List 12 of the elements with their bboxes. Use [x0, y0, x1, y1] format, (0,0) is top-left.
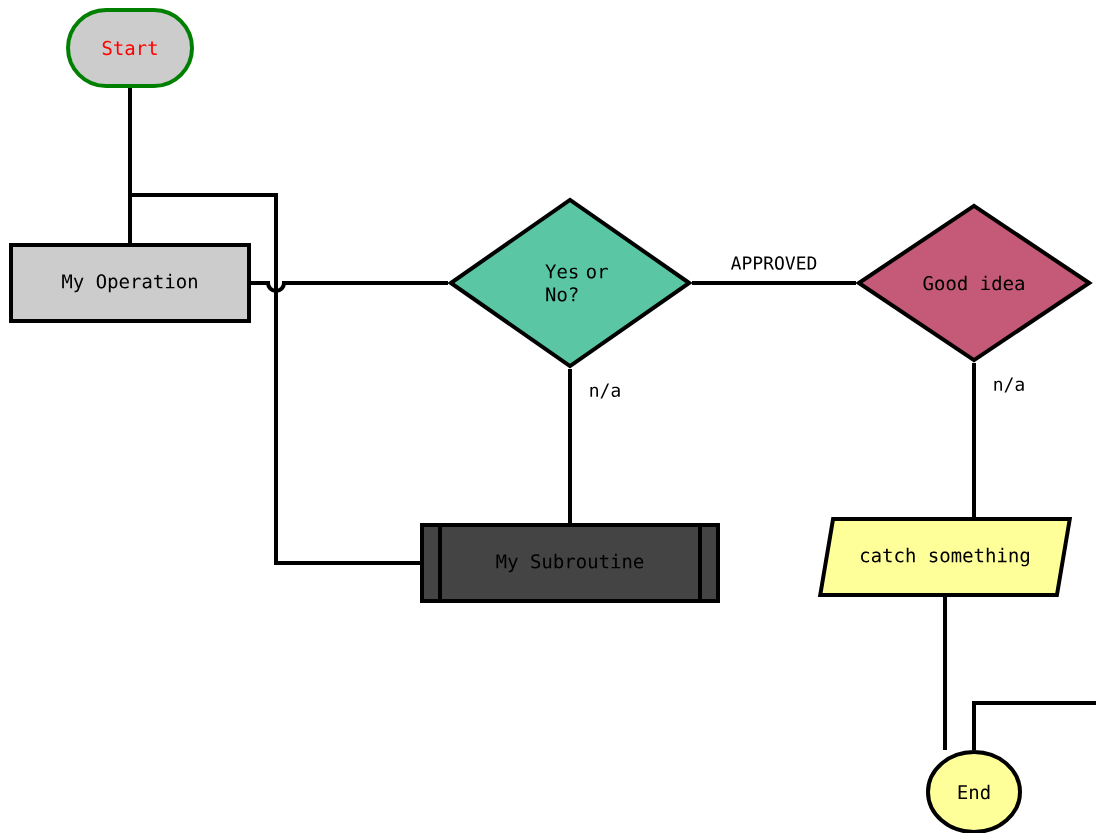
edge-label: n/a [587, 382, 623, 400]
connector-line [972, 701, 1096, 750]
connector-line [251, 281, 448, 293]
edge-label: APPROVED [729, 255, 819, 271]
connector-line [128, 193, 420, 565]
connector-line [692, 281, 856, 285]
edge-label: n/a [991, 376, 1027, 394]
process-box: My Operation [9, 243, 251, 323]
connector-line [972, 363, 976, 517]
connector-line [568, 369, 572, 523]
subroutine-box: My Subroutine [420, 523, 720, 603]
connector-line [943, 597, 947, 750]
